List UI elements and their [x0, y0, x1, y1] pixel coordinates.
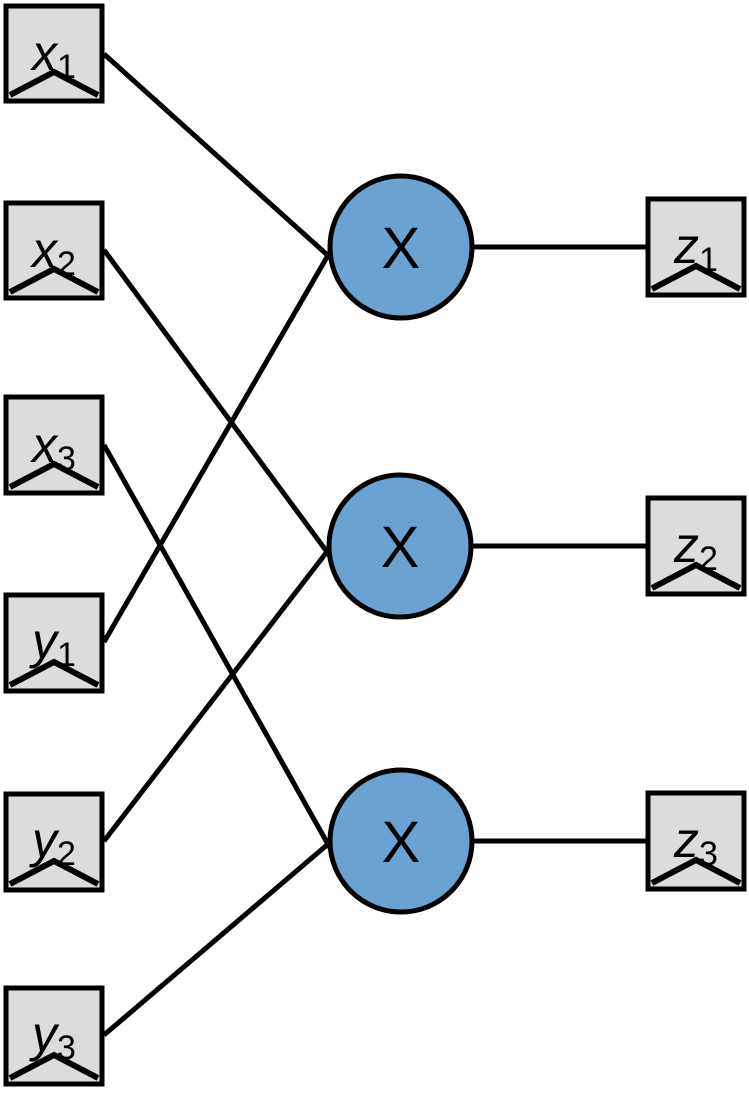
operator-label: X: [382, 216, 421, 281]
port-chevron-icon: [650, 856, 742, 886]
port-chevron-icon: [8, 68, 100, 98]
port-box: [3, 394, 105, 496]
port-box: [3, 3, 105, 104]
input-port-y2: y2: [3, 791, 105, 893]
port-chevron-icon: [650, 262, 742, 292]
edge-y2-to-op2: [102, 542, 335, 843]
input-port-x2: x2: [3, 200, 105, 301]
output-port-z3: z3: [645, 790, 747, 892]
multiply-operator-3: X: [327, 767, 475, 915]
input-port-x1: x1: [3, 3, 105, 104]
port-label: y3: [29, 1006, 76, 1067]
output-port-z2: z2: [645, 495, 747, 597]
edge-x2-to-op2: [101, 248, 336, 562]
port-box: [3, 592, 105, 694]
port-label: z1: [673, 218, 718, 279]
operator-label: X: [382, 810, 421, 875]
port-chevron-icon: [8, 460, 100, 490]
port-label: x3: [30, 417, 76, 478]
operator-circle: [327, 173, 475, 321]
multiply-operator-2: X: [326, 472, 474, 620]
input-port-x3: x3: [3, 394, 105, 496]
port-label: x2: [30, 222, 76, 283]
operator-label: X: [381, 515, 420, 580]
port-chevron-icon: [8, 1051, 100, 1081]
port-label: x1: [30, 25, 76, 86]
edge-y1-to-op1: [101, 243, 337, 644]
operator-circle: [327, 767, 475, 915]
port-chevron-icon: [650, 561, 742, 591]
port-chevron-icon: [8, 265, 100, 295]
port-box: [645, 196, 747, 298]
port-box: [3, 791, 105, 893]
port-label: y2: [29, 812, 76, 873]
port-box: [645, 790, 747, 892]
edge-x1-to-op1: [102, 52, 336, 263]
port-box: [3, 985, 105, 1087]
output-port-z1: z1: [645, 196, 747, 298]
port-label: z3: [673, 812, 718, 873]
port-label: y1: [29, 613, 76, 674]
port-label: z2: [673, 517, 718, 578]
multiply-operator-1: X: [327, 173, 475, 321]
edge-y3-to-op3: [102, 837, 336, 1037]
port-chevron-icon: [8, 658, 100, 688]
input-port-y1: y1: [3, 592, 105, 694]
input-port-y3: y3: [3, 985, 105, 1087]
port-chevron-icon: [8, 857, 100, 887]
edge-layer: [101, 52, 647, 1037]
port-box: [645, 495, 747, 597]
port-box: [3, 200, 105, 301]
operator-circle: [326, 472, 474, 620]
edge-x3-to-op3: [101, 443, 337, 857]
